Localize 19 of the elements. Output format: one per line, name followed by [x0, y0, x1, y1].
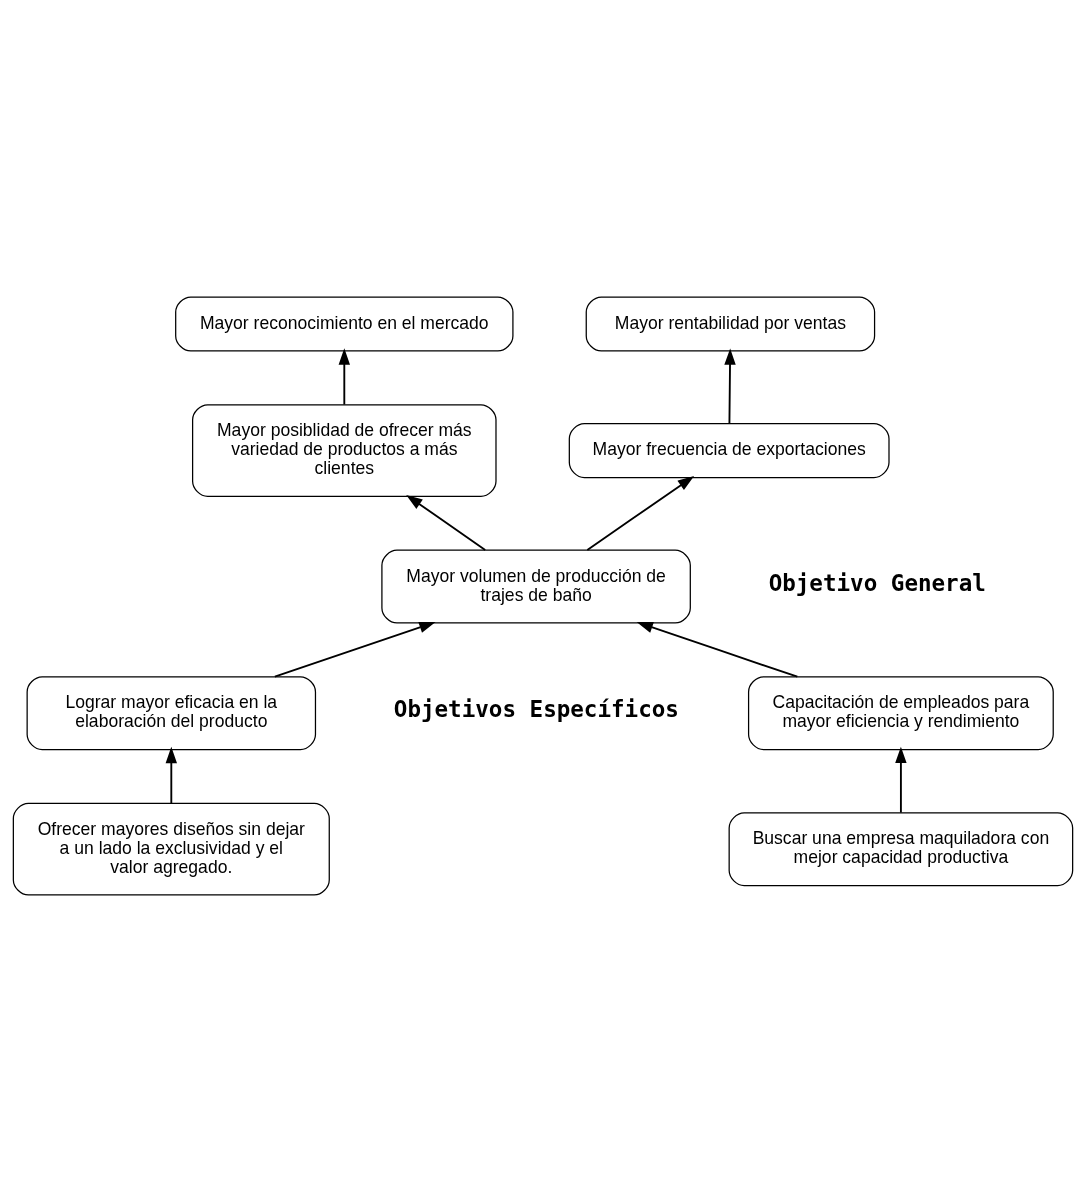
arrow: [406, 494, 487, 551]
node-box: Mayor rentabilidad por ventas: [585, 296, 876, 352]
arrow: [586, 476, 695, 551]
label: Objetivos Específicos: [393, 696, 679, 723]
label: Objetivo General: [768, 569, 986, 596]
node-box: Buscar una empresa maquiladora con mejor capacidad productiva: [728, 812, 1074, 887]
node-box: Mayor reconocimiento en el mercado: [175, 296, 514, 352]
node-box: Ofrecer mayores diseños sin dejar a un lado la exclusividad y el valor agregado.: [12, 802, 330, 896]
arrow: [165, 746, 177, 805]
node-box: Capacitación de empleados para mayor eficiencia y rendimiento: [747, 676, 1054, 751]
arrow: [724, 348, 736, 425]
node-box: Lograr mayor eficacia en la elaboración del producto: [26, 676, 317, 751]
arrow: [273, 621, 436, 678]
node-box: Mayor volumen de producción de trajes de baño: [381, 549, 691, 624]
arrow: [338, 348, 350, 406]
node-box: Mayor posiblidad de ofrecer más variedad de productos a más clientes: [192, 404, 497, 497]
arrow: [895, 746, 907, 814]
node-box: Mayor frecuencia de exportaciones: [568, 423, 890, 479]
arrow: [636, 621, 799, 678]
